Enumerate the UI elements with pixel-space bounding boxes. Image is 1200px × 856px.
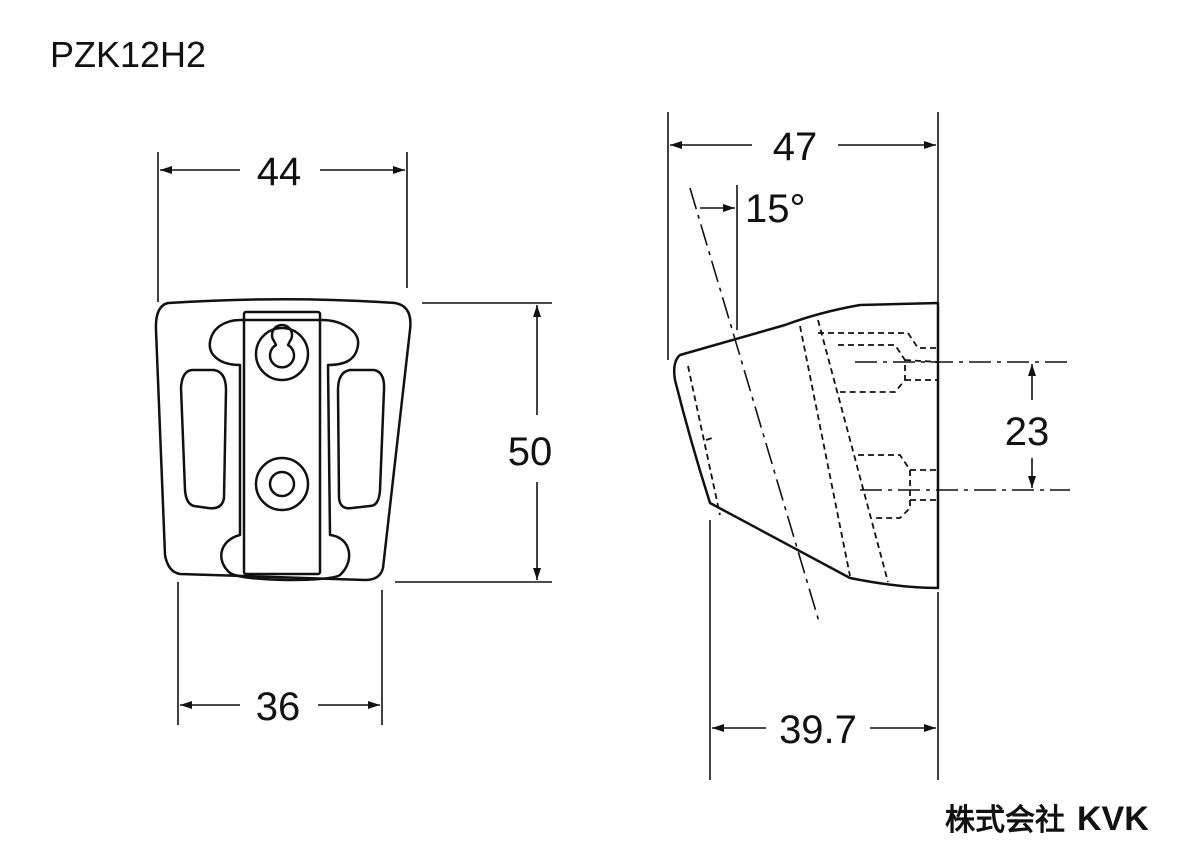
dim-side-bottom-width: 39.7	[779, 708, 857, 752]
dim-side-hole-pitch: 23	[1005, 410, 1050, 454]
side-body-outline	[672, 301, 940, 590]
brand-logo: KVK	[1077, 800, 1149, 838]
dim-front-bottom-width: 36	[256, 685, 301, 729]
right-slot	[336, 368, 386, 510]
side-dimensions: 47 15° 23 39.7	[667, 112, 1050, 780]
keyhole-outer	[254, 326, 310, 382]
dim-side-top-width: 47	[773, 125, 818, 169]
model-title: PZK12H2	[50, 34, 206, 75]
front-view	[154, 298, 412, 582]
front-strap	[242, 310, 322, 576]
brand-mark: 株式会社 KVK	[945, 800, 1149, 838]
front-body-outline	[154, 298, 412, 582]
side-view	[672, 185, 1070, 626]
front-dimensions: 44 36 50	[157, 150, 553, 729]
dim-side-angle: 15°	[745, 187, 806, 231]
screw-hole-outer	[254, 456, 310, 512]
dim-front-height: 50	[508, 430, 553, 474]
screw-hole-inner	[268, 470, 296, 498]
dim-front-top-width: 44	[257, 150, 302, 194]
left-slot	[179, 368, 228, 510]
front-flange	[208, 318, 360, 582]
brand-company: 株式会社	[945, 803, 1065, 838]
keyhole-inner	[268, 323, 296, 369]
